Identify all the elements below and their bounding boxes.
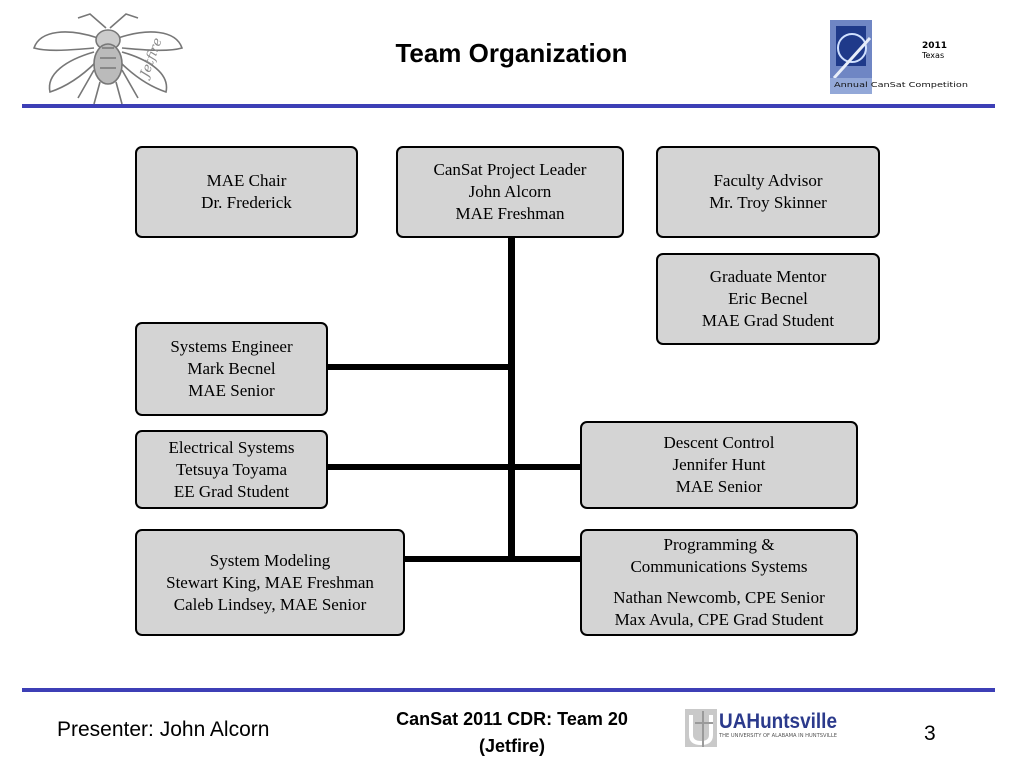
competition-name: Annual CanSat Competition — [834, 80, 968, 89]
footer-rule — [22, 688, 995, 692]
connector-system-modeling — [403, 556, 582, 562]
uah-name: UAHuntsville — [719, 710, 837, 733]
connector-electrical-systems — [326, 464, 582, 470]
box-graduate-mentor: Graduate Mentor Eric Becnel MAE Grad Stu… — [656, 253, 880, 345]
competition-state: Texas — [921, 51, 944, 60]
header-rule — [22, 104, 995, 108]
uah-tagline: THE UNIVERSITY OF ALABAMA IN HUNTSVILLE — [718, 733, 837, 739]
box-mae-chair: MAE Chair Dr. Frederick — [135, 146, 358, 238]
box-system-modeling: System Modeling Stewart King, MAE Freshm… — [135, 529, 405, 636]
connector-trunk — [508, 236, 515, 562]
box-descent-control: Descent Control Jennifer Hunt MAE Senior — [580, 421, 858, 509]
presenter-label: Presenter: John Alcorn — [57, 718, 270, 741]
box-programming-communications: Programming & Communications Systems Nat… — [580, 529, 858, 636]
competition-year: 2011 — [922, 41, 947, 51]
connector-systems-engineer — [326, 364, 512, 370]
page-number: 3 — [924, 722, 936, 745]
footer-team-label: CanSat 2011 CDR: Team 20 (Jetfire) — [396, 709, 628, 756]
page-title: Team Organization — [395, 38, 628, 68]
box-faculty-advisor: Faculty Advisor Mr. Troy Skinner — [656, 146, 880, 238]
uah-logo: UAHuntsville THE UNIVERSITY OF ALABAMA I… — [685, 709, 837, 747]
cansat-competition-logo: 2011 Texas Annual CanSat Competition — [830, 20, 968, 94]
box-systems-engineer: Systems Engineer Mark Becnel MAE Senior — [135, 322, 328, 416]
jetfire-team-logo: Jetfire — [32, 13, 184, 105]
box-project-leader: CanSat Project Leader John Alcorn MAE Fr… — [396, 146, 624, 238]
box-electrical-systems: Electrical Systems Tetsuya Toyama EE Gra… — [135, 430, 328, 509]
